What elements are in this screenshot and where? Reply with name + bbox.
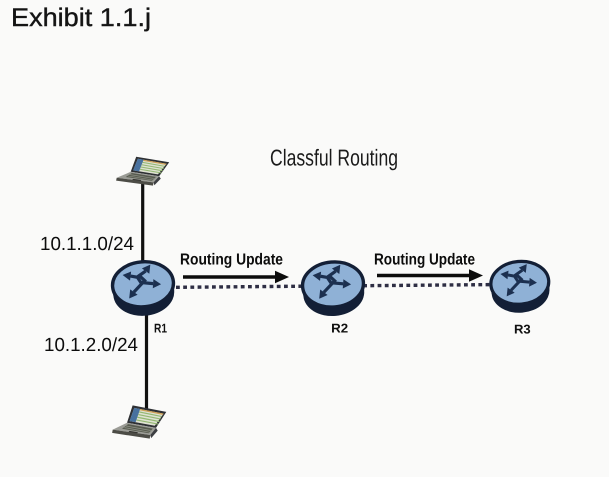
svg-text:Routing Update: Routing Update xyxy=(180,251,283,268)
svg-text:Routing Update: Routing Update xyxy=(374,251,475,268)
svg-text:Exhibit 1.1.j: Exhibit 1.1.j xyxy=(11,4,151,32)
svg-text:10.1.2.0/24: 10.1.2.0/24 xyxy=(44,335,138,356)
svg-text:Classful Routing: Classful Routing xyxy=(270,144,398,170)
svg-text:R2: R2 xyxy=(331,321,348,335)
svg-text:R1: R1 xyxy=(154,322,167,336)
svg-text:R3: R3 xyxy=(514,323,531,337)
svg-text:10.1.1.0/24: 10.1.1.0/24 xyxy=(40,234,134,255)
